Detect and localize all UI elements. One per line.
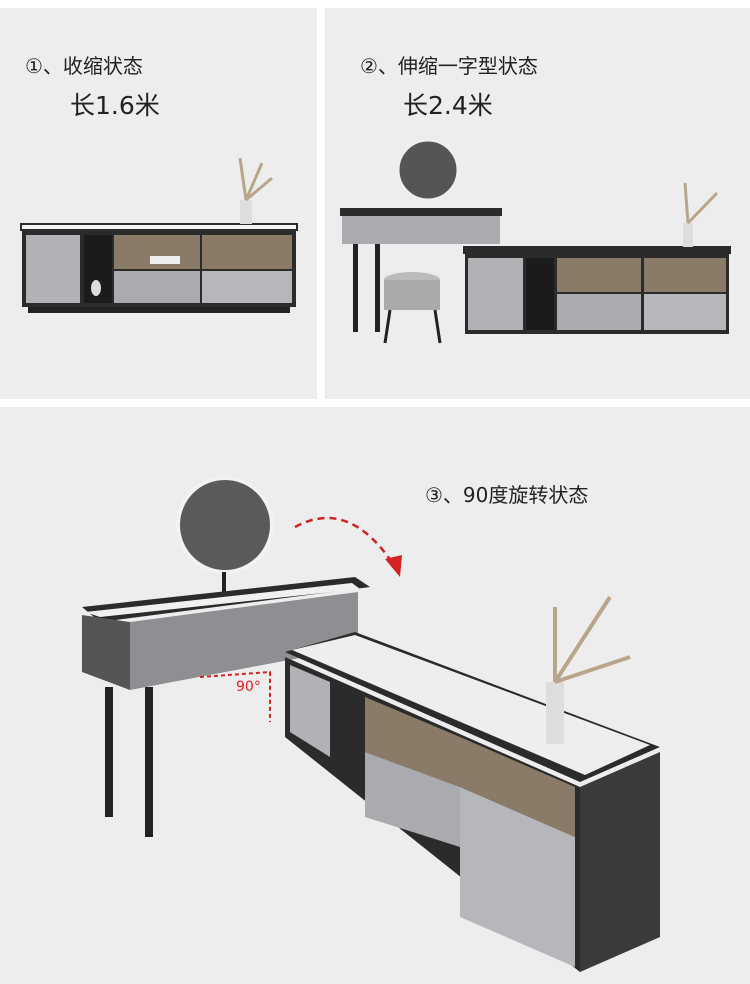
extended-cabinet-image bbox=[340, 138, 731, 344]
state-2-length: 长2.4米 bbox=[403, 91, 493, 120]
state-3-title: ③、90度旋转状态 bbox=[425, 483, 589, 507]
state-1-length: 长1.6米 bbox=[70, 91, 160, 120]
state-2-title: ②、伸缩一字型状态 bbox=[360, 54, 538, 78]
state-3-panel: ③、90度旋转状态 90° bbox=[0, 407, 750, 984]
collapsed-cabinet-image bbox=[20, 157, 298, 313]
state-1-title: ①、收缩状态 bbox=[25, 54, 143, 78]
state-2-panel: ②、伸缩一字型状态 长2.4米 bbox=[325, 8, 750, 399]
angle-label: 90° bbox=[236, 679, 261, 695]
state-1-panel: ①、收缩状态 长1.6米 bbox=[0, 8, 317, 399]
rotated-cabinet-image: 90° bbox=[82, 476, 660, 972]
